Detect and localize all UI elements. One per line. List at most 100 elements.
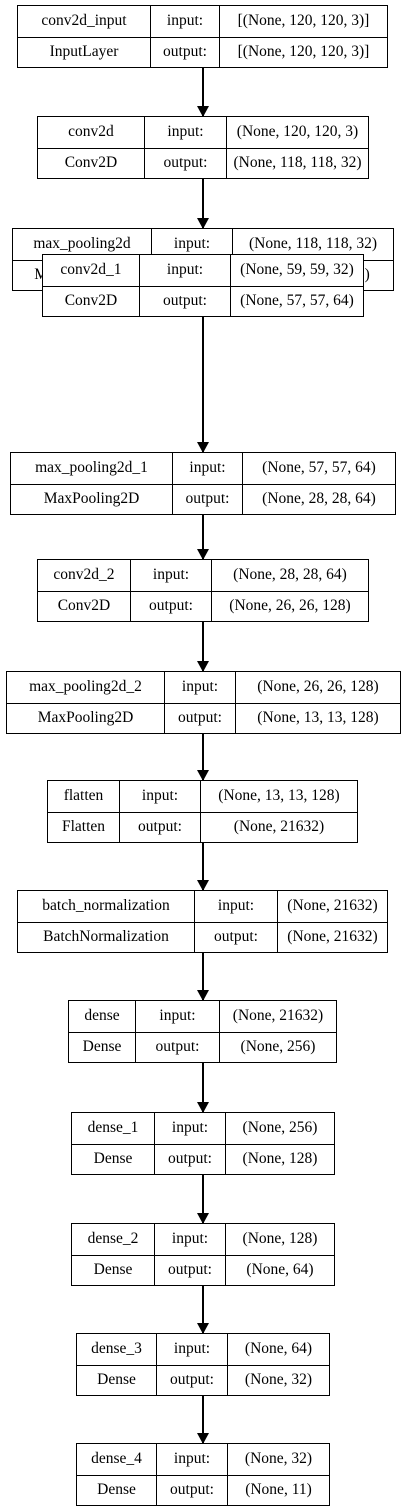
output-label: output: [164,703,235,733]
input-label: input: [150,6,219,37]
flow-arrow [197,953,209,1001]
output-label: output: [144,148,226,178]
output-label: output: [150,37,219,67]
input-shape: (None, 21632) [219,1001,336,1032]
output-shape: (None, 57, 57, 64) [230,286,363,316]
layer-type: Dense [93,1261,133,1279]
flow-arrow [197,317,209,453]
flow-arrow [197,68,209,117]
layer-name: max_pooling2d_2 [29,678,142,696]
output-label: output: [156,1365,227,1395]
input-shape: (None, 120, 120, 3) [226,117,368,148]
layer-node-dense-3: dense_3 input:(None, 64) Dense output:(None… [76,1333,330,1396]
layer-name: conv2d_input [41,12,127,30]
flow-arrow [197,179,209,229]
layer-type: Dense [97,1371,136,1389]
layer-type: MaxPooling2D [37,709,134,727]
layer-node-dense: dense input:(None, 21632) Dense output:(Non… [68,1000,337,1063]
layer-name: dense_4 [91,1450,142,1468]
output-shape: (None, 64) [225,1255,334,1285]
layer-type: InputLayer [49,43,119,61]
input-label: input: [156,1444,227,1475]
layer-name: batch_normalization [42,897,170,915]
layer-name: dense_3 [91,1340,142,1358]
layer-name: dense_2 [87,1230,139,1248]
input-shape: (None, 64) [227,1334,329,1365]
input-shape: (None, 256) [225,1113,334,1144]
input-row: dense input:(None, 21632) [69,1001,336,1032]
output-label: output: [130,591,211,621]
input-label: input: [154,1113,225,1144]
output-row: Dense output:(None, 256) [69,1031,336,1062]
output-row: MaxPooling2D output:(None, 13, 13, 128) [7,702,400,733]
layer-type: BatchNormalization [43,928,169,946]
input-shape: (None, 26, 26, 128) [235,672,400,703]
input-shape: [(None, 120, 120, 3)] [219,6,387,37]
flow-arrow [197,1175,209,1224]
input-label: input: [135,1001,219,1032]
output-label: output: [156,1475,227,1505]
input-row: dense_3 input:(None, 64) [77,1334,329,1365]
layer-name: conv2d [68,123,114,141]
output-shape: (None, 13, 13, 128) [235,703,400,733]
layer-type: Conv2D [64,292,118,310]
output-shape: (None, 28, 28, 64) [242,484,395,514]
output-shape: (None, 26, 26, 128) [211,591,368,621]
input-label: input: [119,781,200,812]
layer-name: dense_1 [87,1119,139,1137]
layer-type: Dense [97,1481,136,1499]
output-label: output: [172,484,242,514]
input-label: input: [164,672,235,703]
input-label: input: [130,560,211,591]
input-row: dense_1 input:(None, 256) [72,1113,334,1144]
output-label: output: [154,1255,225,1285]
input-shape: (None, 21632) [277,891,387,922]
layer-name: max_pooling2d_1 [35,459,148,477]
output-shape: (None, 128) [225,1144,334,1174]
input-row: conv2d_input input:[(None, 120, 120, 3)] [18,6,387,37]
layer-name: dense [84,1007,120,1025]
output-row: Dense output:(None, 32) [77,1364,329,1395]
flow-arrow [197,1286,209,1334]
output-row: Dense output:(None, 64) [72,1254,334,1285]
output-label: output: [154,1144,225,1174]
output-shape: (None, 32) [227,1365,329,1395]
input-row: batch_normalization input:(None, 21632) [18,891,387,922]
input-row: flatten input:(None, 13, 13, 128) [48,781,357,812]
layer-type: Conv2D [57,597,111,615]
layer-name: flatten [63,787,104,805]
input-shape: (None, 13, 13, 128) [200,781,357,812]
output-row: InputLayer output:[(None, 120, 120, 3)] [18,36,387,67]
layer-name: conv2d_1 [60,261,122,279]
layer-type: Conv2D [64,154,118,172]
input-shape: (None, 128) [225,1224,334,1255]
flow-arrow [197,843,209,891]
output-shape: [(None, 120, 120, 3)] [219,37,387,67]
output-row: Conv2D output:(None, 26, 26, 128) [38,590,368,621]
input-label: input: [194,891,277,922]
input-label: input: [156,1334,227,1365]
output-label: output: [135,1032,219,1062]
input-shape: (None, 28, 28, 64) [211,560,368,591]
input-shape: (None, 59, 59, 32) [230,255,363,286]
output-shape: (None, 256) [219,1032,336,1062]
layer-name: max_pooling2d [33,235,131,253]
layer-type: Dense [82,1038,122,1056]
flow-arrow [197,515,209,560]
